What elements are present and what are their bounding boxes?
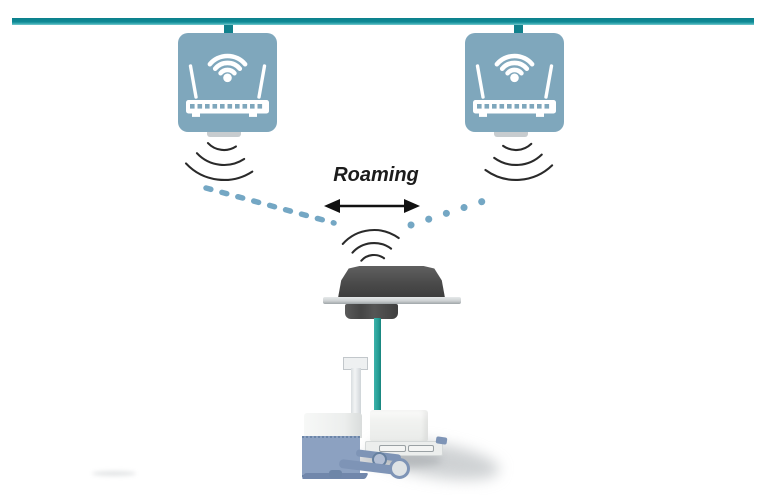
wifi-signal-icon bbox=[207, 53, 248, 76]
roaming-double-arrow-icon bbox=[324, 199, 420, 213]
antenna-cable bbox=[374, 318, 381, 413]
wifi-dot bbox=[510, 73, 519, 83]
dotted-wireless-link-right bbox=[407, 192, 503, 229]
wifi-router-icon bbox=[473, 53, 556, 117]
ap-left-wave-arcs-icon bbox=[184, 142, 254, 181]
agv-left-wheel bbox=[329, 470, 342, 478]
dashed-wireless-link-left bbox=[203, 185, 337, 226]
client-wave-arcs-icon bbox=[341, 228, 400, 262]
ap-right-base-tab bbox=[494, 130, 528, 137]
roof-antenna-dome bbox=[338, 266, 445, 298]
wifi-router-icon bbox=[186, 53, 269, 117]
agv-caster-wheel bbox=[389, 458, 410, 479]
access-point-left bbox=[178, 33, 277, 132]
wifi-dot bbox=[223, 73, 232, 83]
agv-mast bbox=[351, 368, 361, 428]
agv-cabinet-top bbox=[304, 413, 362, 438]
router-feet bbox=[479, 113, 544, 117]
roaming-label: Roaming bbox=[333, 164, 419, 186]
router-antennas bbox=[475, 64, 554, 99]
router-antennas bbox=[188, 64, 267, 99]
antenna-mounting-plate bbox=[323, 297, 461, 304]
router-leds bbox=[477, 104, 550, 109]
ap-right-uplink-stub bbox=[514, 25, 523, 34]
access-point-right bbox=[465, 33, 564, 132]
ap-left-uplink-stub bbox=[224, 25, 233, 34]
pallet-side-tab bbox=[435, 436, 448, 445]
router-feet bbox=[192, 113, 257, 117]
wifi-signal-icon bbox=[494, 53, 535, 76]
pallet-slot bbox=[408, 445, 434, 452]
ap-right-wave-arcs-icon bbox=[484, 142, 554, 181]
network-backbone-line bbox=[12, 18, 754, 25]
floor-smudge bbox=[92, 471, 136, 476]
agv-cargo-box bbox=[370, 410, 428, 442]
router-leds bbox=[190, 104, 263, 109]
pallet-slot bbox=[379, 445, 406, 452]
antenna-mount-nut bbox=[345, 304, 398, 319]
ap-left-base-tab bbox=[207, 130, 241, 137]
